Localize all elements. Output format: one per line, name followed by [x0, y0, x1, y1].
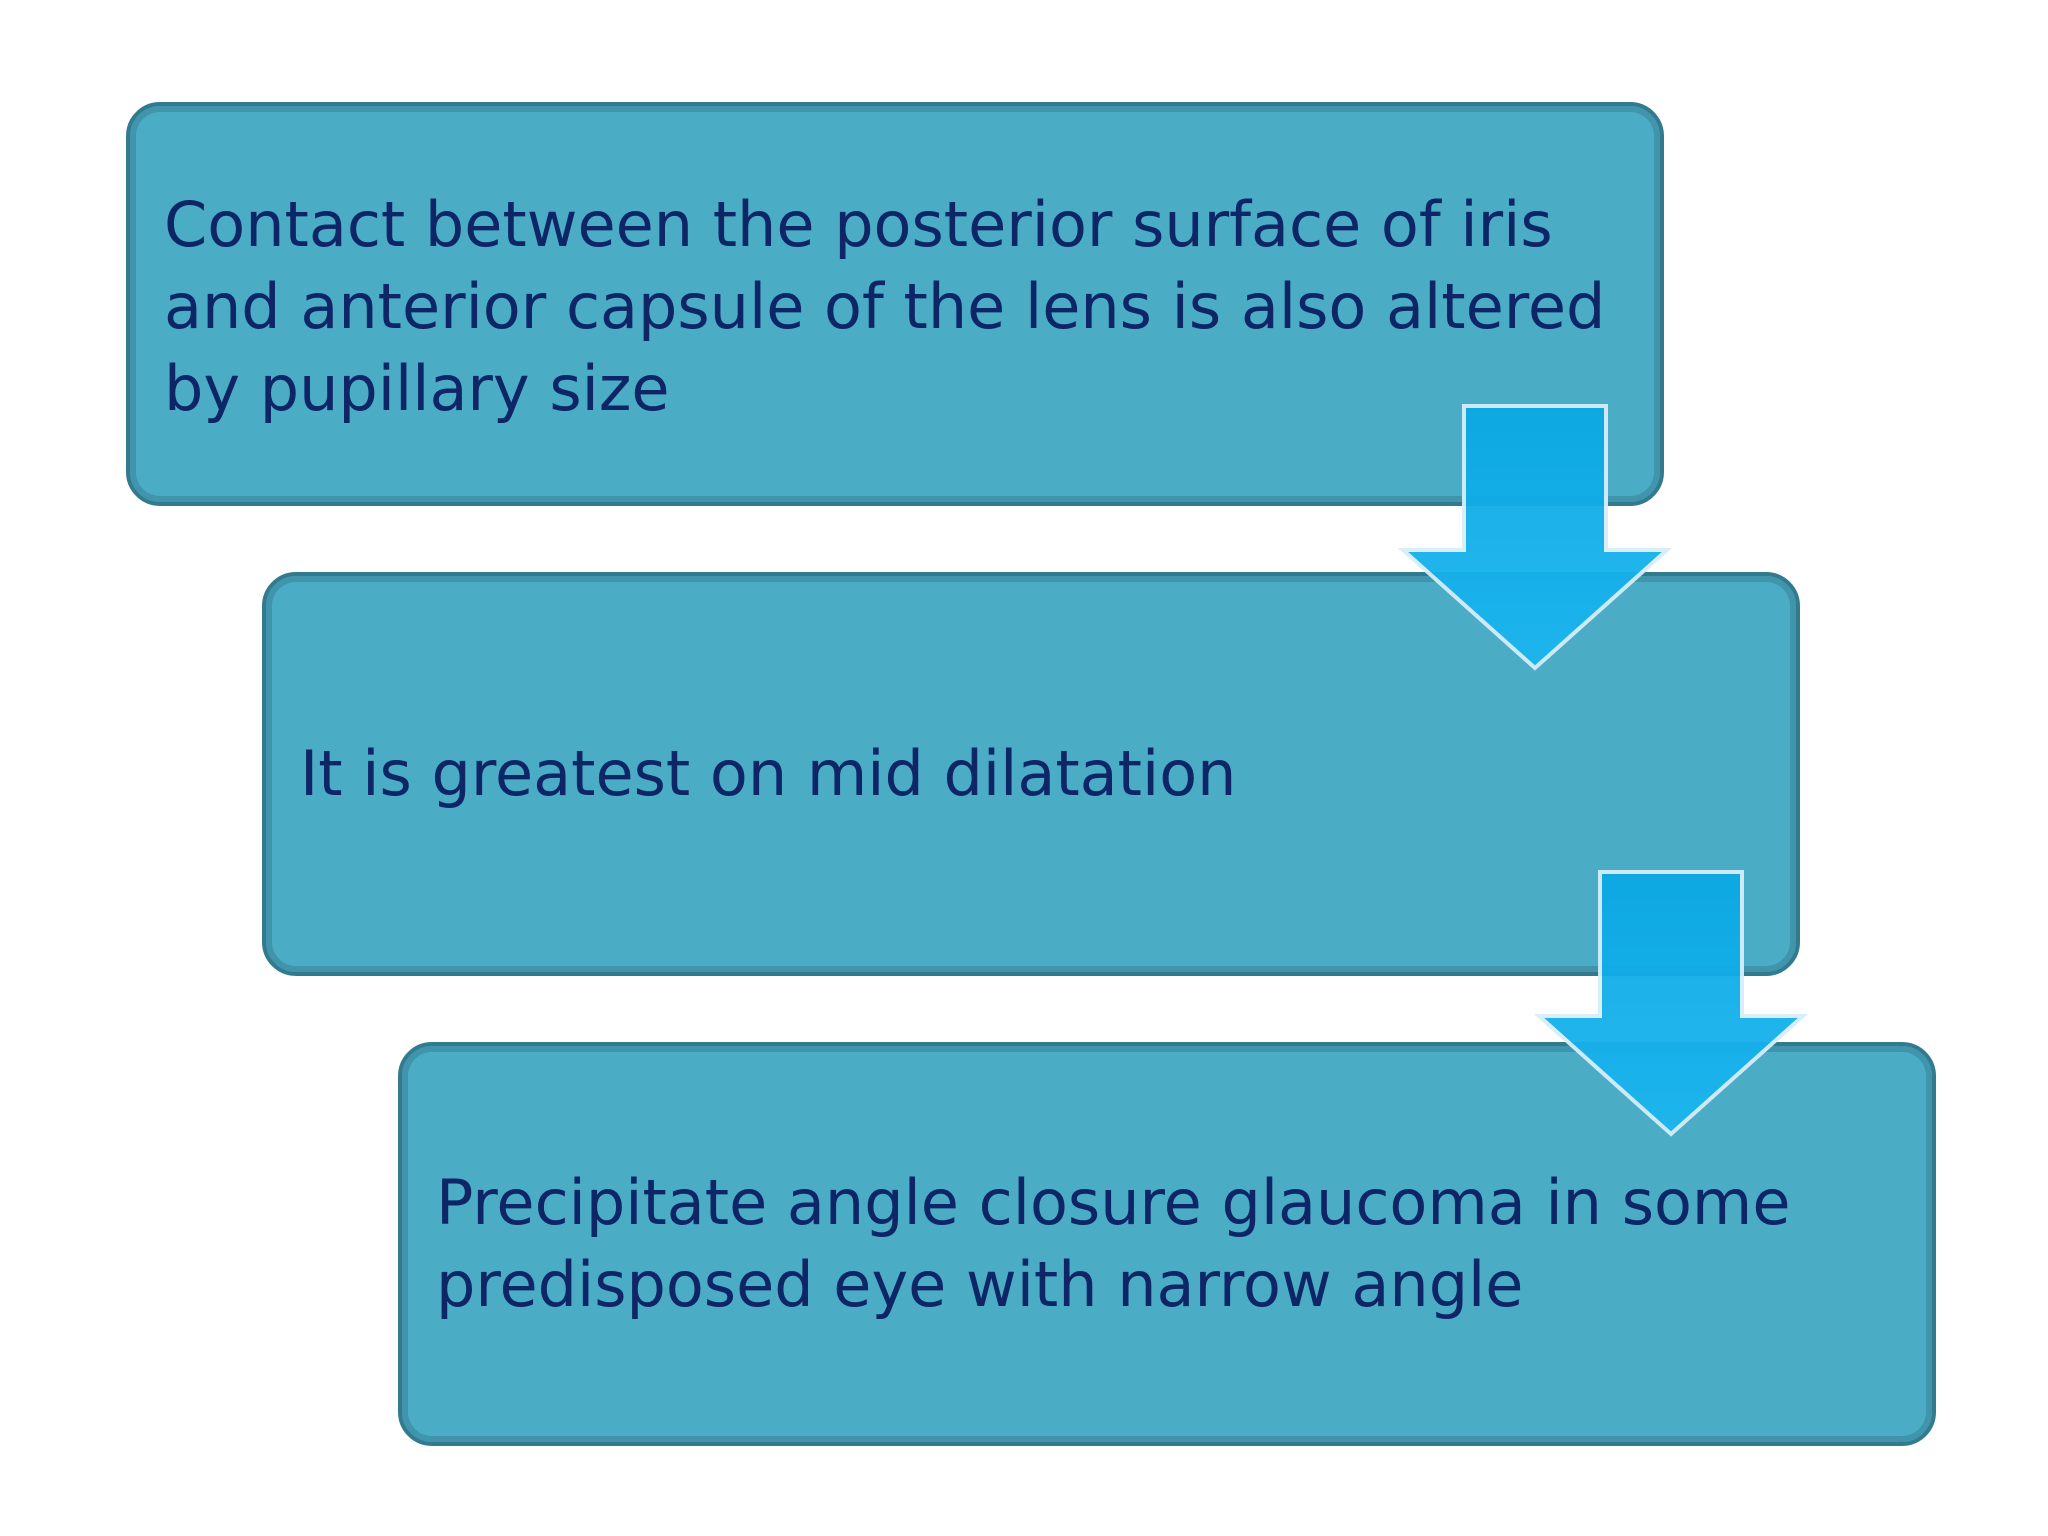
arrow-down-icon	[1533, 870, 1809, 1137]
flow-step-2-text: It is greatest on mid dilatation	[300, 737, 1237, 810]
flow-step-3: Precipitate angle closure glaucoma in so…	[398, 1042, 1936, 1446]
flow-step-1-text: Contact between the posterior surface of…	[164, 188, 1606, 425]
flow-step-1: Contact between the posterior surface of…	[126, 102, 1664, 506]
arrow-down-icon	[1397, 404, 1673, 671]
flow-step-3-text: Precipitate angle closure glaucoma in so…	[436, 1166, 1791, 1321]
